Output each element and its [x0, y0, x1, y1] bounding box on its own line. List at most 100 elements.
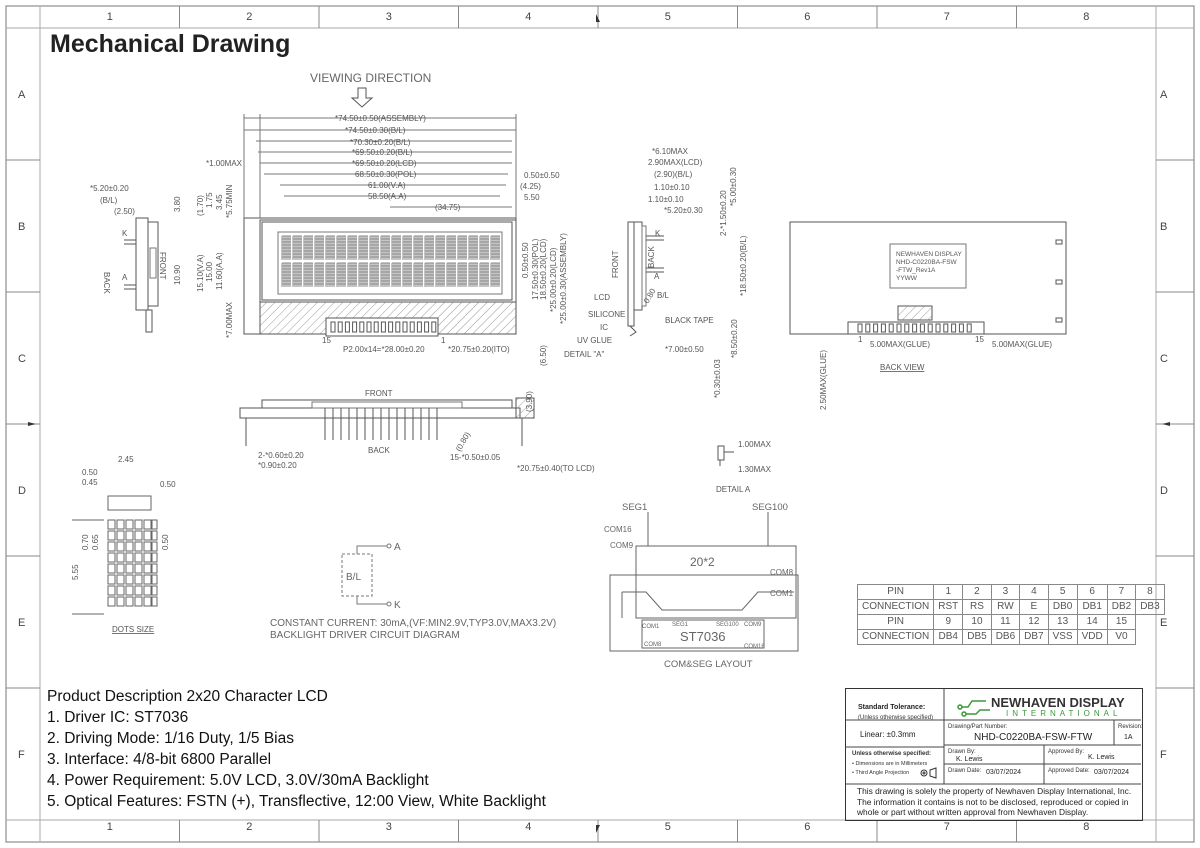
char-cell	[358, 262, 368, 287]
approved-date-label: Approved Date:	[1048, 768, 1090, 774]
dim-left-5: 15.00	[205, 261, 214, 282]
dot	[116, 519, 125, 530]
char-cell	[325, 262, 335, 287]
pin	[873, 323, 879, 333]
side-left-dim-4: 10.90	[173, 264, 182, 285]
back-dim-1: 5.00MAX(GLUE)	[992, 340, 1052, 349]
side-right-dim-6: 2-*1.50±0.20	[719, 190, 728, 236]
back-dim-0: 5.00MAX(GLUE)	[870, 340, 930, 349]
grid-row-label: A	[18, 89, 26, 101]
pin-table-cell: 4	[1019, 584, 1049, 600]
pin	[402, 321, 408, 333]
back-view-caption: BACK VIEW	[880, 363, 925, 372]
dim-left-6: 11.60(A.A)	[215, 252, 224, 290]
dim-right-0: 0.50±0.50	[524, 171, 560, 180]
back-view	[789, 221, 1067, 335]
dot	[116, 530, 125, 541]
dot	[151, 530, 158, 541]
desc-line-2: 2. Driving Mode: 1/16 Duty, 1/5 Bias	[47, 730, 294, 747]
dim-right-3: 0.50±0.50	[521, 242, 530, 278]
pin-table-cell: RW	[990, 599, 1021, 615]
linear-tolerance: Linear: ±0.3mm	[860, 730, 916, 739]
dot	[143, 530, 152, 541]
grid-row-label: D	[18, 485, 26, 497]
char-cell	[457, 262, 467, 287]
dot	[143, 519, 152, 530]
dot	[107, 596, 116, 607]
dim-right-4: 17.50±0.30(POL)	[531, 238, 540, 300]
side-right-dim-8: *18.50±0.20(B/L)	[739, 235, 748, 296]
dot	[134, 530, 143, 541]
char-cell	[303, 262, 313, 287]
grid-col-label: 6	[804, 821, 810, 833]
grid-row-label: A	[1160, 89, 1168, 101]
pin	[966, 323, 972, 333]
char-cell	[446, 262, 456, 287]
dim-left-2: 3.45	[215, 194, 224, 210]
pin-table-cell: E	[1019, 599, 1049, 615]
pin	[958, 323, 964, 333]
grid-col-label: 4	[525, 821, 531, 833]
dot	[151, 574, 158, 585]
pin-table-cell: DB6	[990, 629, 1021, 645]
backlight-line1: CONSTANT CURRENT: 30mA,(VF:MIN2.9V,TYP3.…	[270, 618, 556, 629]
grid-row-label: E	[1160, 617, 1167, 629]
layout-caption: COM&SEG LAYOUT	[664, 659, 753, 670]
dots-dim-7: 0.50	[161, 534, 170, 550]
side-right-dim-5: *5.20±0.30	[664, 206, 703, 215]
side-right-detail: DETAIL "A"	[564, 350, 605, 359]
dot	[107, 519, 116, 530]
pin-table-cell: DB4	[933, 629, 964, 645]
pin	[888, 323, 894, 333]
char-cell	[424, 262, 434, 287]
dot	[116, 585, 125, 596]
dot	[125, 585, 134, 596]
char-cell	[402, 262, 412, 287]
pin-table-cell: 12	[1019, 614, 1049, 630]
char-cell	[446, 235, 456, 260]
drawn-by-label: Drawn By:	[948, 749, 976, 755]
dot	[116, 596, 125, 607]
pin	[951, 323, 957, 333]
char-cell	[490, 262, 500, 287]
pin	[409, 321, 415, 333]
char-cell	[413, 262, 423, 287]
char-cell	[347, 235, 357, 260]
pin-1-label: 1	[441, 336, 446, 345]
char-cell	[490, 235, 500, 260]
drawn-date-label: Drawn Date:	[948, 768, 982, 774]
detail-a-dim-1: 1.30MAX	[738, 465, 772, 474]
layout-seg100: SEG100	[752, 502, 788, 513]
back-label-1: NHD-C0220BA-FSW	[896, 259, 958, 266]
dim-right-1: (4.25)	[520, 182, 541, 191]
back-label-2: -FTW_Rev1A	[896, 267, 936, 274]
grid-col-label: 3	[386, 821, 392, 833]
dots-dim-3: 0.50	[160, 480, 176, 489]
dot	[107, 563, 116, 574]
grid-row-label: C	[18, 353, 26, 365]
side-left-a: A	[122, 273, 128, 282]
grid-row-label: C	[1160, 353, 1168, 365]
pin	[431, 321, 437, 333]
pin	[943, 323, 949, 333]
viewing-direction-label: VIEWING DIRECTION	[310, 71, 431, 85]
dot	[125, 563, 134, 574]
dot	[116, 541, 125, 552]
layout-com16: COM16	[604, 525, 632, 534]
brand-name: NEWHAVEN DISPLAY	[991, 695, 1125, 710]
pin	[935, 323, 941, 333]
dots-size-grid	[72, 495, 158, 615]
char-cell	[314, 262, 324, 287]
drawn-by: K. Lewis	[956, 756, 983, 763]
pin-table-header: PIN	[856, 584, 935, 600]
dot	[107, 530, 116, 541]
dot	[125, 574, 134, 585]
dot	[107, 541, 116, 552]
dot	[125, 552, 134, 563]
dots-caption: DOTS SIZE	[112, 625, 154, 634]
char-cell	[391, 235, 401, 260]
back-label-0: NEWHAVEN DISPLAY	[896, 251, 963, 258]
dot	[107, 585, 116, 596]
pin	[373, 321, 379, 333]
